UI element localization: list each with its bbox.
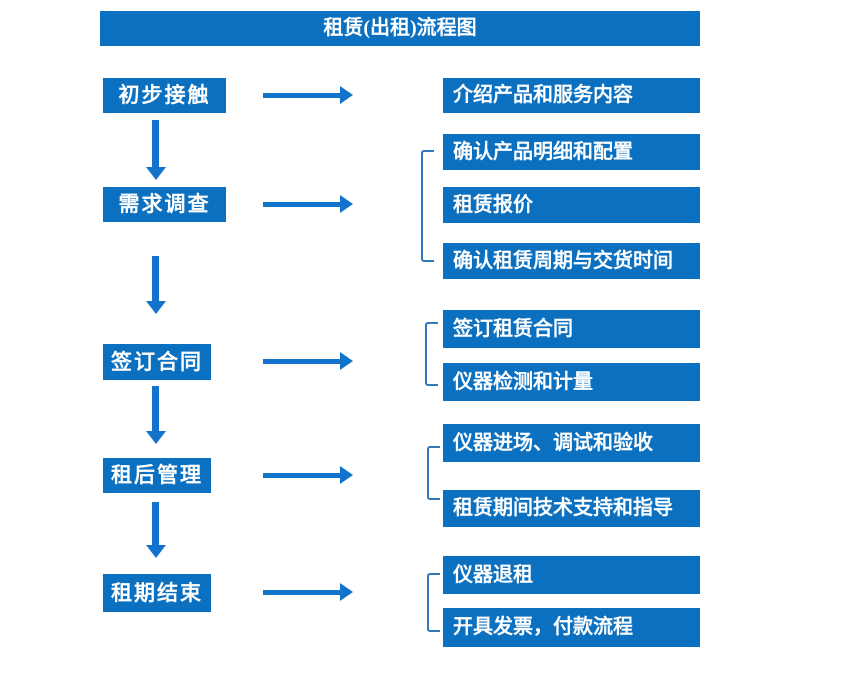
right-arrow-2 bbox=[263, 195, 353, 213]
right-arrow-5 bbox=[263, 583, 353, 601]
right-arrow-3 bbox=[263, 352, 353, 370]
output-box-rental-quote: 租赁报价 bbox=[443, 187, 700, 223]
right-arrow-head-icon bbox=[340, 195, 353, 213]
down-arrow-shaft bbox=[152, 386, 159, 432]
down-arrow-2 bbox=[146, 256, 166, 314]
down-arrow-shaft bbox=[152, 502, 159, 546]
output-box-confirm-product-details: 确认产品明细和配置 bbox=[443, 134, 700, 170]
right-arrow-head-icon bbox=[340, 352, 353, 370]
down-arrow-head-icon bbox=[146, 167, 166, 180]
down-arrow-shaft bbox=[152, 256, 159, 302]
right-arrow-shaft bbox=[263, 473, 341, 478]
output-box-sign-rental-contract: 签订租赁合同 bbox=[443, 310, 700, 348]
right-arrow-head-icon bbox=[340, 86, 353, 104]
stage-box-initial-contact: 初步接触 bbox=[103, 78, 226, 113]
stage-box-demand-survey: 需求调查 bbox=[103, 187, 226, 222]
output-box-introduce-products: 介绍产品和服务内容 bbox=[443, 78, 700, 113]
right-arrow-head-icon bbox=[340, 583, 353, 601]
down-arrow-shaft bbox=[152, 120, 159, 168]
right-arrow-1 bbox=[263, 86, 353, 104]
right-arrow-head-icon bbox=[340, 466, 353, 484]
down-arrow-4 bbox=[146, 502, 166, 558]
stage-box-lease-end: 租期结束 bbox=[103, 574, 211, 612]
group-bracket-sign-contract bbox=[425, 322, 438, 386]
right-arrow-4 bbox=[263, 466, 353, 484]
right-arrow-shaft bbox=[263, 590, 341, 595]
output-box-instrument-inspection: 仪器检测和计量 bbox=[443, 363, 700, 401]
group-bracket-demand-survey bbox=[421, 150, 434, 262]
output-box-instrument-return: 仪器退租 bbox=[443, 556, 700, 594]
output-box-instrument-arrival: 仪器进场、调试和验收 bbox=[443, 424, 700, 462]
group-bracket-lease-end bbox=[427, 573, 440, 632]
down-arrow-head-icon bbox=[146, 301, 166, 314]
group-bracket-post-rental bbox=[427, 446, 440, 500]
down-arrow-1 bbox=[146, 120, 166, 180]
output-box-technical-support: 租赁期间技术支持和指导 bbox=[443, 490, 700, 527]
right-arrow-shaft bbox=[263, 202, 341, 207]
right-arrow-shaft bbox=[263, 359, 341, 364]
output-box-invoice-payment: 开具发票，付款流程 bbox=[443, 608, 700, 647]
stage-box-sign-contract: 签订合同 bbox=[103, 344, 211, 380]
stage-box-post-rental-management: 租后管理 bbox=[103, 458, 211, 493]
right-arrow-shaft bbox=[263, 93, 341, 98]
down-arrow-head-icon bbox=[146, 545, 166, 558]
output-box-confirm-rental-period: 确认租赁周期与交货时间 bbox=[443, 243, 700, 279]
down-arrow-3 bbox=[146, 386, 166, 444]
flowchart-title: 租赁(出租)流程图 bbox=[100, 11, 700, 46]
down-arrow-head-icon bbox=[146, 431, 166, 444]
